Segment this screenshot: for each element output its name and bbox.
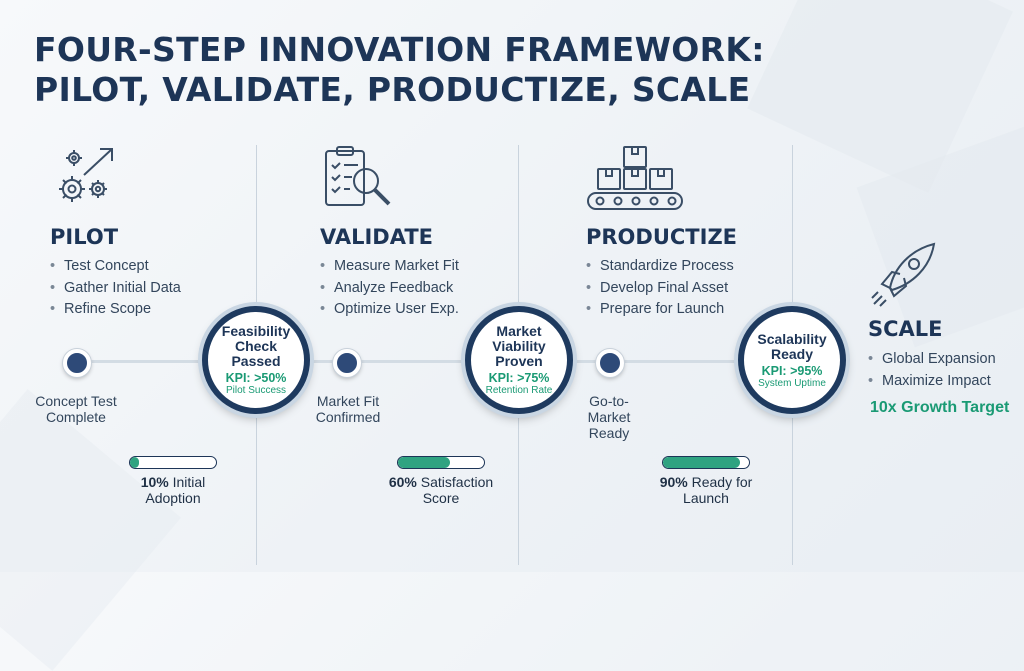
milestone-dot-concept-test: [63, 349, 91, 377]
milestone-label-line: Confirmed: [315, 409, 381, 425]
gate-kpi-caption: Pilot Success: [225, 385, 287, 396]
milestone-label-line: Go-to-: [589, 393, 629, 409]
list-item: Maximize Impact: [868, 371, 996, 393]
gate-title-line: Ready: [770, 345, 814, 362]
gears-arrow-icon: [48, 145, 120, 209]
productize-bullet-list: Standardize Process Develop Final Asset …: [586, 256, 734, 321]
title-line-1: FOUR-STEP INNOVATION FRAMEWORK:: [34, 30, 765, 69]
rocket-icon: [868, 238, 940, 310]
gate-kpi: KPI: >95%: [761, 363, 823, 378]
milestone-label-concept-test: Concept Test Complete: [20, 393, 132, 425]
gate-title-line: Check: [234, 338, 278, 354]
clipboard-magnifier-icon: [318, 145, 398, 213]
progress-text: Launch: [683, 490, 729, 506]
progress-fill: [663, 457, 741, 468]
conveyor-boxes-icon: [586, 145, 686, 213]
progress-text: Initial: [168, 474, 206, 490]
milestone-dot-go-to-market: [596, 349, 624, 377]
milestone-label-line: Complete: [46, 409, 106, 425]
stage-title-validate: VALIDATE: [320, 225, 433, 249]
list-item: Measure Market Fit: [320, 256, 459, 278]
progress-label-adoption: 10% Initial Adoption: [113, 474, 233, 506]
milestone-label-line: Concept Test: [35, 393, 117, 409]
progress-value: 90%: [659, 474, 688, 490]
stage-title-scale: SCALE: [868, 317, 943, 341]
list-item: Standardize Process: [586, 256, 734, 278]
list-item: Analyze Feedback: [320, 278, 459, 300]
gate-circle-scalability: Scalability Ready KPI: >95% System Uptim…: [738, 306, 846, 414]
milestone-label-line: Market Fit: [316, 393, 380, 409]
list-item: Gather Initial Data: [50, 278, 181, 300]
progress-text: Satisfaction: [416, 474, 494, 490]
gate-title-line: Feasibility: [221, 323, 291, 339]
progress-value: 60%: [388, 474, 417, 490]
list-item: Develop Final Asset: [586, 278, 734, 300]
background-shape: [0, 389, 181, 671]
gate-title-line: Viability: [492, 338, 546, 354]
progress-label-launch-readiness: 90% Ready for Launch: [636, 474, 776, 506]
growth-target-label: 10x Growth Target: [870, 399, 1010, 416]
gate-kpi-caption: Retention Rate: [485, 385, 553, 396]
stage-title-pilot: PILOT: [50, 225, 119, 249]
stage-title-productize: PRODUCTIZE: [586, 225, 738, 249]
list-item: Global Expansion: [868, 349, 996, 371]
progress-value: 10%: [140, 474, 169, 490]
timeline-line: [70, 360, 760, 363]
progress-bar-launch-readiness: [662, 456, 750, 469]
progress-fill: [130, 457, 139, 468]
progress-bar-adoption: [129, 456, 217, 469]
list-item: Optimize User Exp.: [320, 299, 459, 321]
title-line-2: PILOT, VALIDATE, PRODUCTIZE, SCALE: [34, 70, 751, 109]
list-item: Refine Scope: [50, 299, 181, 321]
gate-circle-market-viability: Market Viability Proven KPI: >75% Retent…: [465, 306, 573, 414]
validate-bullet-list: Measure Market Fit Analyze Feedback Opti…: [320, 256, 459, 321]
gate-circle-feasibility: Feasibility Check Passed KPI: >50% Pilot…: [202, 306, 310, 414]
list-item: Prepare for Launch: [586, 299, 734, 321]
gate-title-line: Scalability: [757, 330, 827, 347]
milestone-label-go-to-market: Go-to- Market Ready: [573, 393, 645, 441]
gate-title-line: Proven: [495, 353, 543, 369]
progress-text: Adoption: [145, 490, 201, 506]
progress-text: Score: [422, 490, 460, 506]
progress-text: Ready for: [687, 474, 753, 490]
progress-fill: [398, 457, 450, 468]
scale-bullet-list: Global Expansion Maximize Impact: [868, 349, 996, 392]
pilot-bullet-list: Test Concept Gather Initial Data Refine …: [50, 256, 181, 321]
milestone-label-line: Ready: [588, 425, 630, 441]
gate-title-line: Passed: [231, 353, 281, 369]
milestone-label-line: Market: [587, 409, 631, 425]
page-title: FOUR-STEP INNOVATION FRAMEWORK: PILOT, V…: [34, 30, 765, 110]
list-item: Test Concept: [50, 256, 181, 278]
milestone-dot-market-fit: [333, 349, 361, 377]
gate-kpi: KPI: >50%: [225, 371, 287, 385]
milestone-label-market-fit: Market Fit Confirmed: [300, 393, 396, 425]
gate-kpi-caption: System Uptime: [758, 377, 826, 389]
gate-kpi: KPI: >75%: [488, 371, 550, 385]
gate-title-line: Market: [496, 323, 542, 339]
progress-label-satisfaction: 60% Satisfaction Score: [371, 474, 511, 506]
progress-bar-satisfaction: [397, 456, 485, 469]
